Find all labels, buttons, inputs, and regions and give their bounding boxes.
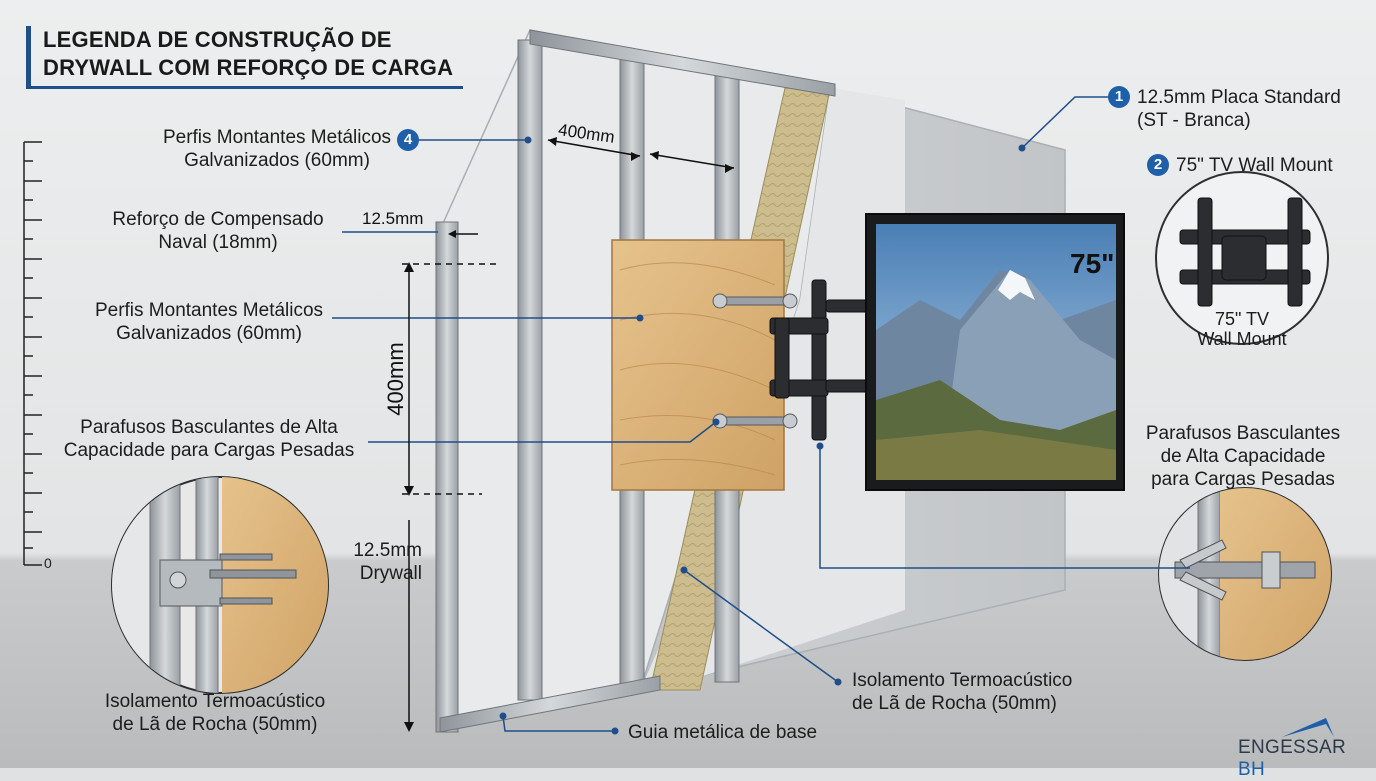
callout-number-1: 1: [1108, 86, 1130, 108]
tv-mount-arm: [769, 279, 871, 441]
label-mount-detail: 75" TV Wall Mount: [1190, 309, 1294, 349]
label-studs-top-line-2: Galvanizados (60mm): [184, 150, 370, 171]
base-track: [439, 675, 661, 733]
detail-circle-mount: [1155, 171, 1329, 345]
label-insulation-left: Isolamento Termoacústico de Lã de Rocha …: [88, 690, 342, 736]
plywood-reinforcement: [611, 239, 785, 491]
label-mount-detail-line-1: 75" TV: [1214, 309, 1270, 329]
label-insulation-right: Isolamento Termoacústico de Lã de Rocha …: [852, 669, 1072, 715]
label-toggle-bolts-right-line-2: de Alta Capacidade: [1160, 446, 1326, 467]
tv-75: [865, 213, 1125, 491]
top-track: [529, 29, 836, 97]
title-line-1: LEGENDA DE CONSTRUÇÃO DE: [43, 27, 392, 52]
label-toggle-bolts-right-line-3: para Cargas Pesadas: [1151, 469, 1335, 490]
ruler: [23, 141, 42, 566]
label-toggle-bolts-left: Parafusos Basculantes de Alta Capacidade…: [52, 416, 366, 462]
label-drywall: 12.5mm Drywall: [330, 539, 422, 585]
label-insulation-left-line-2: de Lã de Rocha (50mm): [112, 714, 318, 735]
logo-roof-icon: [1282, 718, 1334, 737]
label-base-track: Guia metálica de base: [628, 722, 818, 743]
label-mount-detail-line-2: Wall Mount: [1197, 329, 1287, 349]
dimension-lines: [402, 139, 735, 730]
label-studs-mid-line-1: Perfis Montantes Metálicos: [94, 300, 324, 321]
label-insulation-right-line-2: de Lã de Rocha (50mm): [852, 693, 1057, 714]
label-insulation-right-line-1: Isolamento Termoacústico: [852, 670, 1073, 691]
label-plywood: Reforço de Compensado Naval (18mm): [96, 208, 340, 254]
tv-size-label: 75": [1070, 248, 1115, 279]
label-toggle-bolts-right: Parafusos Basculantes de Alta Capacidade…: [1126, 422, 1360, 491]
callout-number-2: 2: [1147, 154, 1169, 176]
label-studs-top-line-1: Perfis Montantes Metálicos: [162, 127, 392, 148]
brand-logo: ENGESSAR BH: [1238, 737, 1376, 781]
label-plywood-line-1: Reforço de Compensado: [112, 209, 324, 230]
brand-suffix: BH: [1238, 759, 1265, 780]
label-drywall-line-2: Drywall: [359, 563, 422, 584]
label-toggle-bolts-right-line-1: Parafusos Basculantes: [1145, 423, 1341, 444]
label-toggle-bolts-left-line-2: Capacidade para Cargas Pesadas: [63, 440, 355, 461]
label-studs-top: Perfis Montantes Metálicos Galvanizados …: [150, 126, 404, 172]
detail-circle-fixing: [111, 476, 329, 694]
title-line-2: DRYWALL COM REFORÇO DE CARGA: [43, 55, 454, 80]
label-insulation-left-line-1: Isolamento Termoacústico: [104, 691, 326, 712]
ruler-zero-label: 0: [44, 555, 52, 571]
label-tv-wall-mount: 75" TV Wall Mount: [1176, 155, 1333, 176]
label-toggle-bolts-left-line-1: Parafusos Basculantes de Alta: [80, 417, 338, 438]
leader-lines: [332, 96, 1190, 732]
dim-vertical-spacing: 400mm: [383, 342, 408, 416]
page-title: LEGENDA DE CONSTRUÇÃO DE DRYWALL COM REF…: [26, 26, 463, 89]
label-studs-mid-line-2: Galvanizados (60mm): [116, 323, 302, 344]
dimension-arrows: [404, 137, 734, 732]
label-plywood-line-2: Naval (18mm): [158, 232, 278, 253]
callout-number-4: 4: [397, 129, 419, 151]
label-drywall-line-1: 12.5mm: [353, 540, 422, 561]
dim-board-thickness: 12.5mm: [362, 209, 424, 228]
label-board-line-1: 12.5mm Placa Standard: [1137, 87, 1341, 108]
leader-dots: [499, 136, 1026, 735]
label-board-line-2: (ST - Branca): [1137, 110, 1251, 131]
label-studs-mid: Perfis Montantes Metálicos Galvanizados …: [78, 299, 340, 345]
brand-name: ENGESSAR: [1238, 737, 1346, 758]
label-board-standard: 12.5mm Placa Standard (ST - Branca): [1137, 86, 1341, 132]
